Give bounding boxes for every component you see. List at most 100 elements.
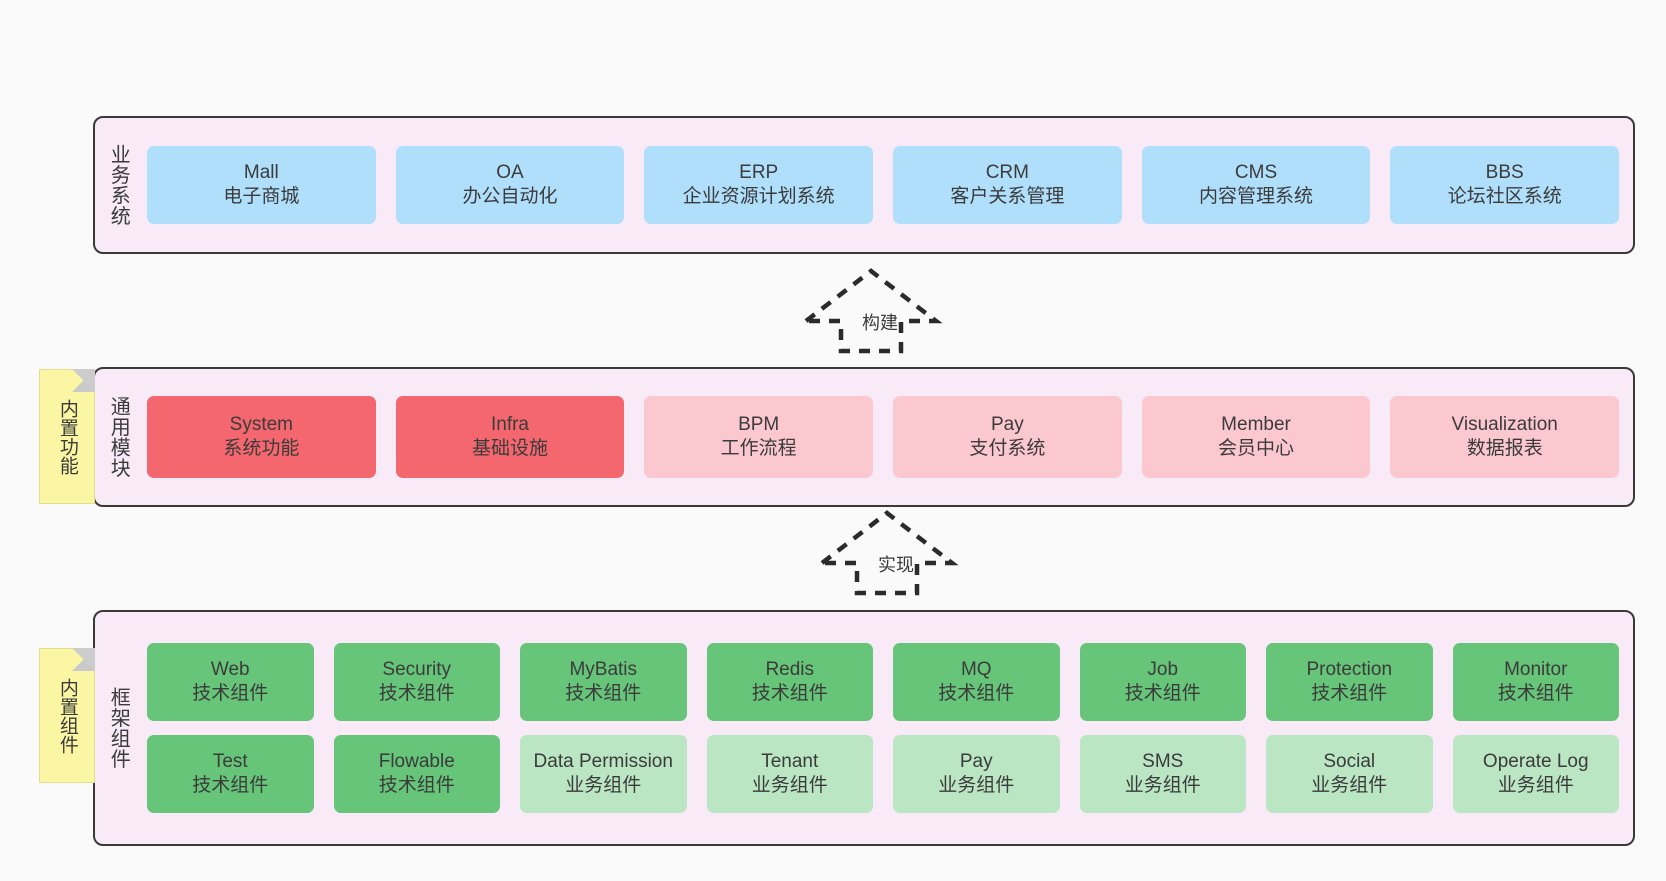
card-title: Security <box>382 659 452 681</box>
card-mq[interactable]: MQ 技术组件 <box>893 643 1060 721</box>
card-monitor[interactable]: Monitor 技术组件 <box>1452 643 1619 721</box>
layer-title-business-system: 业务系统 <box>107 144 130 226</box>
card-subtitle: 技术组件 <box>378 775 455 796</box>
layer-framework-component: 框架组件 Web 技术组件 Security 技术组件 MyBatis 技术组件… <box>93 610 1635 846</box>
card-title: Infra <box>490 414 530 436</box>
card-title: Web <box>210 659 250 681</box>
card-row: Test 技术组件 Flowable 技术组件 Data Permission … <box>147 735 1619 813</box>
card-sms[interactable]: SMS 业务组件 <box>1079 735 1246 813</box>
card-subtitle: 技术组件 <box>192 775 269 796</box>
note-label: 内置功能 <box>56 398 78 475</box>
card-subtitle: 业务组件 <box>565 775 642 796</box>
card-subtitle: 数据报表 <box>1466 438 1543 459</box>
card-title: Pay <box>990 414 1024 436</box>
card-infra[interactable]: Infra 基础设施 <box>395 396 625 478</box>
card-flowable[interactable]: Flowable 技术组件 <box>333 735 500 813</box>
card-title: MQ <box>960 659 992 681</box>
card-member[interactable]: Member 会员中心 <box>1141 396 1371 478</box>
card-social[interactable]: Social 业务组件 <box>1266 735 1433 813</box>
card-subtitle: 办公自动化 <box>462 186 558 207</box>
layer-business-system: 业务系统 Mall 电子商城 OA 办公自动化 ERP 企业资源计划系统 CRM <box>93 116 1635 254</box>
note-fold-corner <box>72 369 95 392</box>
card-subtitle: 技术组件 <box>378 683 455 704</box>
card-subtitle: 业务组件 <box>1124 775 1201 796</box>
card-protection[interactable]: Protection 技术组件 <box>1266 643 1433 721</box>
card-title: Mall <box>243 162 279 184</box>
card-title: SMS <box>1142 751 1184 773</box>
card-bbs[interactable]: BBS 论坛社区系统 <box>1390 146 1620 224</box>
card-subtitle: 业务组件 <box>1311 775 1388 796</box>
card-subtitle: 技术组件 <box>1497 683 1574 704</box>
card-subtitle: 技术组件 <box>751 683 828 704</box>
card-web[interactable]: Web 技术组件 <box>147 643 314 721</box>
card-data-permission[interactable]: Data Permission 业务组件 <box>520 735 687 813</box>
card-subtitle: 技术组件 <box>1124 683 1201 704</box>
card-title: Protection <box>1306 659 1393 681</box>
card-title: Tenant <box>761 751 819 773</box>
card-title: Social <box>1323 751 1376 773</box>
card-title: Member <box>1221 414 1291 436</box>
card-mybatis[interactable]: MyBatis 技术组件 <box>520 643 687 721</box>
card-subtitle: 业务组件 <box>1497 775 1574 796</box>
card-title: Monitor <box>1504 659 1568 681</box>
card-subtitle: 企业资源计划系统 <box>682 186 835 207</box>
card-title: Data Permission <box>533 751 673 773</box>
build-arrow-svg <box>799 268 943 354</box>
card-subtitle: 业务组件 <box>938 775 1015 796</box>
layer-body-business-system: Mall 电子商城 OA 办公自动化 ERP 企业资源计划系统 CRM 客户关系… <box>141 118 1633 252</box>
card-test[interactable]: Test 技术组件 <box>147 735 314 813</box>
card-redis[interactable]: Redis 技术组件 <box>706 643 873 721</box>
card-operate-log[interactable]: Operate Log 业务组件 <box>1452 735 1619 813</box>
card-bpm[interactable]: BPM 工作流程 <box>644 396 874 478</box>
card-crm[interactable]: CRM 客户关系管理 <box>893 146 1122 224</box>
card-title: Flowable <box>378 751 455 773</box>
card-security[interactable]: Security 技术组件 <box>333 643 500 721</box>
card-subtitle: 技术组件 <box>192 683 269 704</box>
card-title: Redis <box>765 659 815 681</box>
card-title: MyBatis <box>569 659 638 681</box>
layer-common-module: 通用模块 System 系统功能 Infra 基础设施 BPM 工作流程 Pay <box>93 367 1635 507</box>
card-subtitle: 工作流程 <box>720 438 797 459</box>
card-title: CMS <box>1234 162 1278 184</box>
card-subtitle: 基础设施 <box>472 438 549 459</box>
card-visualization[interactable]: Visualization 数据报表 <box>1390 396 1620 478</box>
card-tenant[interactable]: Tenant 业务组件 <box>706 735 873 813</box>
note-builtin-component: 内置组件 <box>39 648 95 783</box>
card-title: Operate Log <box>1482 751 1589 773</box>
card-oa[interactable]: OA 办公自动化 <box>395 146 625 224</box>
card-subtitle: 电子商城 <box>223 186 300 207</box>
card-pay-business[interactable]: Pay 业务组件 <box>893 735 1060 813</box>
layer-title-framework-component: 框架组件 <box>107 687 130 769</box>
card-title: ERP <box>739 162 779 184</box>
card-title: BBS <box>1485 162 1524 184</box>
note-label: 内置组件 <box>56 677 78 754</box>
card-system[interactable]: System 系统功能 <box>147 396 376 478</box>
card-title: Job <box>1147 659 1179 681</box>
card-row: System 系统功能 Infra 基础设施 BPM 工作流程 Pay 支付系统… <box>147 396 1620 478</box>
implement-arrow-svg <box>815 510 959 596</box>
card-subtitle: 论坛社区系统 <box>1447 186 1562 207</box>
card-title: Pay <box>959 751 993 773</box>
note-builtin-function: 内置功能 <box>39 369 95 504</box>
card-subtitle: 支付系统 <box>969 438 1046 459</box>
card-cms[interactable]: CMS 内容管理系统 <box>1141 146 1371 224</box>
card-mall[interactable]: Mall 电子商城 <box>147 146 376 224</box>
card-job[interactable]: Job 技术组件 <box>1079 643 1246 721</box>
connector-build-arrow <box>796 266 946 356</box>
layer-body-common-module: System 系统功能 Infra 基础设施 BPM 工作流程 Pay 支付系统… <box>141 369 1633 505</box>
card-subtitle: 技术组件 <box>565 683 642 704</box>
card-erp[interactable]: ERP 企业资源计划系统 <box>644 146 874 224</box>
connector-implement-label: 实现 <box>878 555 914 575</box>
card-title: BPM <box>738 414 780 436</box>
card-title: Visualization <box>1451 414 1558 436</box>
card-row: Mall 电子商城 OA 办公自动化 ERP 企业资源计划系统 CRM 客户关系… <box>147 146 1620 224</box>
card-subtitle: 技术组件 <box>1311 683 1388 704</box>
card-title: System <box>229 414 294 436</box>
card-row: Web 技术组件 Security 技术组件 MyBatis 技术组件 Redi… <box>147 643 1619 721</box>
card-title: Test <box>212 751 248 773</box>
connector-implement-arrow <box>812 508 962 598</box>
card-pay[interactable]: Pay 支付系统 <box>893 396 1122 478</box>
note-fold-corner <box>72 648 95 671</box>
layer-body-framework-component: Web 技术组件 Security 技术组件 MyBatis 技术组件 Redi… <box>141 612 1633 844</box>
